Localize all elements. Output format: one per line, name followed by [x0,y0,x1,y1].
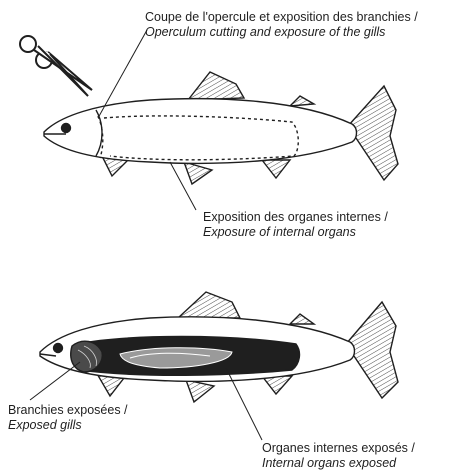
label-operculum: Coupe de l'opercule et exposition des br… [145,10,418,40]
adipose-fin-bottom [290,314,314,324]
label-internal: Exposition des organes internes / Exposu… [203,210,388,240]
ventral-fin-top [184,162,212,184]
eye-top [62,124,71,133]
label-gills: Branchies exposées / Exposed gills [8,403,128,433]
anal-fin-top [262,160,290,178]
label-organs: Organes internes exposés / Internal orga… [262,441,415,471]
scissors-icon [20,36,92,96]
fish-body-top [44,99,357,164]
ventral-fin-bottom [186,380,214,402]
label-organs-en: Internal organs exposed [262,456,415,471]
label-operculum-fr: Coupe de l'opercule et exposition des br… [145,10,418,25]
label-gills-fr: Branchies exposées / [8,403,128,418]
label-internal-en: Exposure of internal organs [203,225,388,240]
label-internal-fr: Exposition des organes internes / [203,210,388,225]
label-organs-fr: Organes internes exposés / [262,441,415,456]
leader-gills [30,362,80,400]
fish-bottom [40,292,398,402]
eye-bottom [54,344,63,353]
fish-top [44,72,398,184]
dorsal-fin-top [188,72,244,100]
label-gills-en: Exposed gills [8,418,128,433]
adipose-fin-top [290,96,314,106]
dorsal-fin-bottom [178,292,240,318]
label-operculum-en: Operculum cutting and exposure of the gi… [145,25,418,40]
